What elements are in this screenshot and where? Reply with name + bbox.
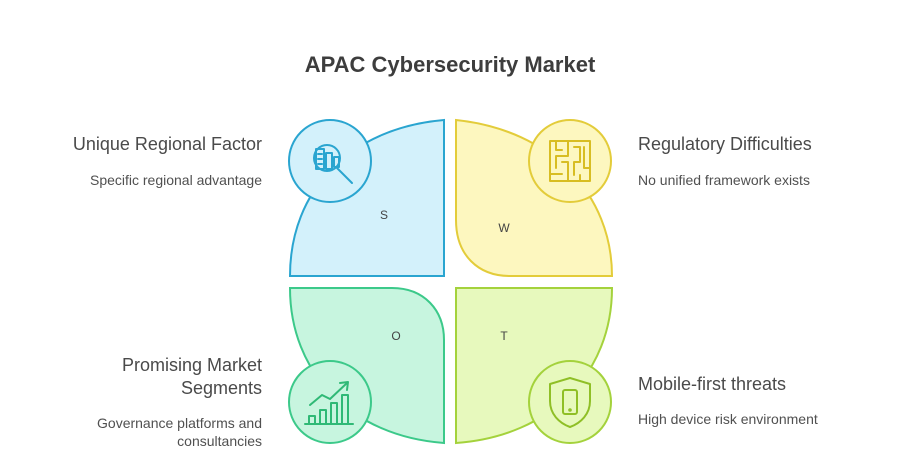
- opportunity-heading: Promising Market Segments: [121, 355, 262, 398]
- weakness-heading: Regulatory Difficulties: [638, 134, 812, 154]
- quadrant-w-letter: W: [498, 221, 510, 235]
- opportunity-description: Governance platforms and consultancies: [97, 415, 262, 449]
- quadrant-w: W: [455, 118, 614, 277]
- threat-description: High device risk environment: [638, 411, 818, 427]
- diagram-title: APAC Cybersecurity Market: [304, 52, 596, 77]
- shield-phone-icon: [528, 360, 612, 444]
- weakness-description: No unified framework exists: [638, 172, 810, 188]
- quadrant-t-letter: T: [500, 329, 508, 343]
- threat-heading: Mobile-first threats: [638, 374, 787, 394]
- quadrant-o-letter: O: [391, 329, 400, 343]
- maze-icon: [528, 119, 612, 203]
- strength-heading: Unique Regional Factor: [72, 134, 262, 154]
- magnifier-chart-icon: [288, 119, 372, 203]
- strength-description: Specific regional advantage: [89, 172, 262, 188]
- growth-chart-icon: [288, 360, 372, 444]
- quadrant-s-letter: S: [380, 208, 388, 222]
- quadrant-o: O: [288, 287, 445, 445]
